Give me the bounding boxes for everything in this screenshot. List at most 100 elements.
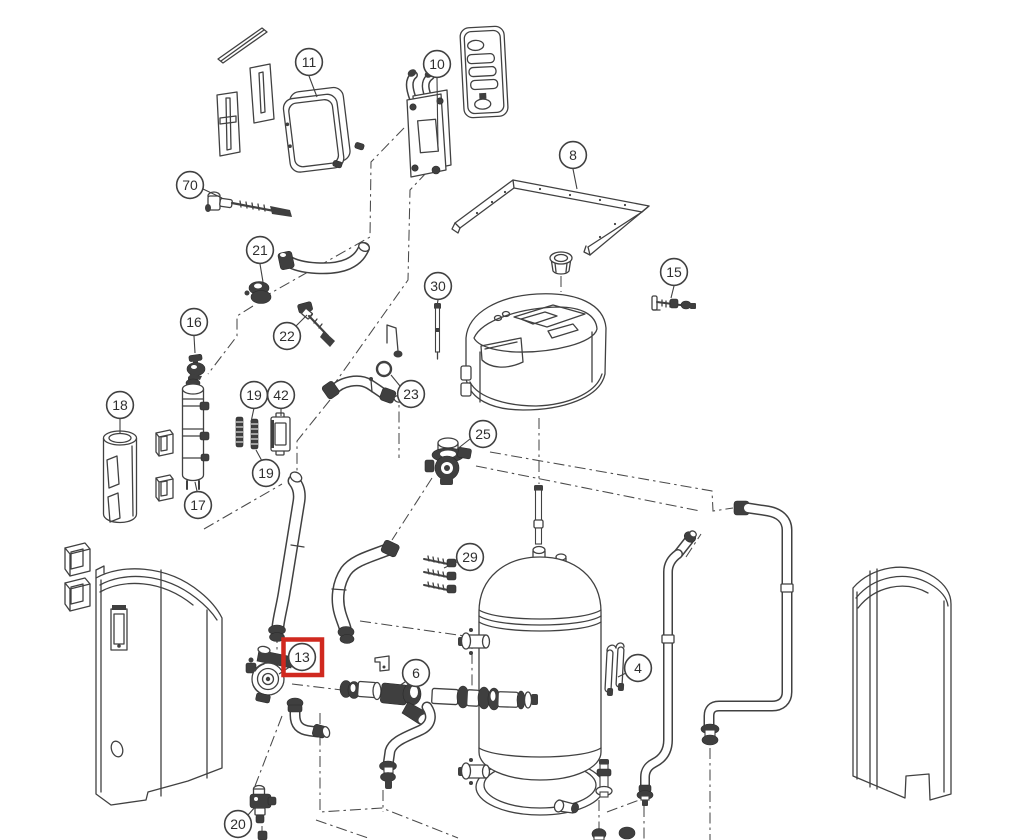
callout-leader-70 — [202, 188, 223, 199]
callout-label-18: 18 — [112, 397, 128, 413]
part-fitting-15 — [651, 295, 696, 311]
callout-21[interactable]: 21 — [245, 235, 275, 265]
part-sensor-70 — [205, 191, 292, 217]
callout-circle-15[interactable] — [659, 257, 689, 287]
part-valve-16 — [186, 354, 206, 380]
part-rod-30 — [434, 303, 441, 360]
callout-leader-30 — [436, 299, 439, 307]
callout-circle-11[interactable] — [294, 47, 324, 77]
part-sensor-22 — [297, 301, 335, 347]
callout-19[interactable]: 19 — [239, 380, 269, 410]
callout-circle-4[interactable] — [623, 653, 653, 683]
callout-circle-22[interactable] — [272, 321, 302, 351]
part-fasteners-11 — [332, 142, 365, 169]
callout-leader-8 — [572, 168, 578, 190]
callout-leader-22 — [295, 314, 308, 327]
callout-25[interactable]: 25 — [468, 419, 498, 449]
callout-circle-18[interactable] — [105, 390, 135, 420]
callout-circle-13[interactable] — [287, 642, 317, 672]
part-tube-17 — [181, 376, 210, 490]
callout-circle-29[interactable] — [455, 542, 485, 572]
part-bezel-panel — [459, 25, 509, 119]
callout-13-highlighted[interactable]: 13 — [287, 642, 317, 672]
callout-18[interactable]: 18 — [105, 390, 135, 420]
part-tank — [458, 485, 613, 816]
callout-circle-10[interactable] — [422, 49, 452, 79]
callout-label-20: 20 — [230, 816, 246, 832]
callout-29[interactable]: 29 — [455, 542, 485, 572]
callout-leader-23 — [390, 374, 401, 387]
callout-leader-17 — [194, 481, 198, 492]
callout-circle-20[interactable] — [223, 809, 253, 839]
callout-label-6: 6 — [412, 665, 420, 681]
callout-16[interactable]: 16 — [179, 307, 209, 337]
callout-23[interactable]: 23 — [396, 379, 426, 409]
part-valve-20 — [249, 784, 277, 840]
part-cylinder-18 — [102, 430, 138, 524]
part-pipe-lower-s — [379, 701, 436, 789]
alignment-lines — [203, 127, 734, 840]
callout-circle-17[interactable] — [183, 490, 213, 520]
callout-4[interactable]: 4 — [623, 653, 653, 683]
callout-11[interactable]: 11 — [294, 47, 324, 77]
callout-22[interactable]: 22 — [272, 321, 302, 351]
callout-30[interactable]: 30 — [423, 271, 453, 301]
callout-label-10: 10 — [429, 56, 445, 72]
part-frame-8 — [451, 179, 650, 256]
callout-leader-19 — [255, 449, 263, 462]
part-slot-panel — [249, 63, 275, 124]
callout-circle-8[interactable] — [558, 140, 588, 170]
callout-leader-29 — [443, 561, 458, 569]
part-left-clips — [64, 542, 91, 612]
callout-label-30: 30 — [430, 278, 446, 294]
callout-70[interactable]: 70 — [175, 170, 205, 200]
callout-leader-25 — [455, 438, 471, 451]
callout-circle-30[interactable] — [423, 271, 453, 301]
part-clips-mid — [155, 429, 174, 502]
callout-leader-20 — [247, 805, 257, 816]
part-left-panel — [95, 565, 223, 806]
callout-circle-42[interactable] — [266, 380, 296, 410]
part-elbow-lower — [286, 697, 331, 739]
part-cap — [549, 251, 573, 275]
callout-15[interactable]: 15 — [659, 257, 689, 287]
callout-leader-16 — [193, 335, 196, 354]
highlight-box-part-13 — [281, 637, 325, 678]
part-pipe-vertical — [268, 471, 306, 642]
part-strip-panel — [217, 27, 268, 64]
callout-circle-19[interactable] — [251, 458, 281, 488]
part-bottom-fittings — [591, 826, 636, 840]
part-oring-23 — [321, 324, 410, 404]
callout-circle-6[interactable] — [401, 658, 431, 688]
part-right-panel — [852, 566, 952, 801]
callout-42[interactable]: 42 — [266, 380, 296, 410]
callout-circle-25[interactable] — [468, 419, 498, 449]
part-pump-25 — [424, 437, 472, 485]
callout-label-15: 15 — [666, 264, 682, 280]
part-blower-unit — [460, 293, 607, 411]
part-screws-29 — [423, 555, 457, 594]
callout-circle-21[interactable] — [245, 235, 275, 265]
part-heat-exchanger-10 — [405, 69, 452, 178]
part-pipe-upper — [277, 242, 370, 275]
callout-label-25: 25 — [475, 426, 491, 442]
callout-8[interactable]: 8 — [558, 140, 588, 170]
part-bracket-42 — [270, 412, 291, 456]
callout-19[interactable]: 19 — [251, 458, 281, 488]
callout-circle-16[interactable] — [179, 307, 209, 337]
callout-17[interactable]: 17 — [183, 490, 213, 520]
callout-20[interactable]: 20 — [223, 809, 253, 839]
callout-leader-10 — [436, 77, 439, 151]
part-cross-panel — [216, 91, 241, 157]
callout-6[interactable]: 6 — [401, 658, 431, 688]
callout-circle-23[interactable] — [396, 379, 426, 409]
callout-leader-21 — [259, 263, 264, 283]
part-pipe-inner — [636, 530, 697, 806]
callout-circle-70[interactable] — [175, 170, 205, 200]
callout-10[interactable]: 10 — [422, 49, 452, 79]
part-fitting-21 — [244, 281, 272, 304]
part-pipe-outer — [700, 500, 794, 746]
callout-label-16: 16 — [186, 314, 202, 330]
